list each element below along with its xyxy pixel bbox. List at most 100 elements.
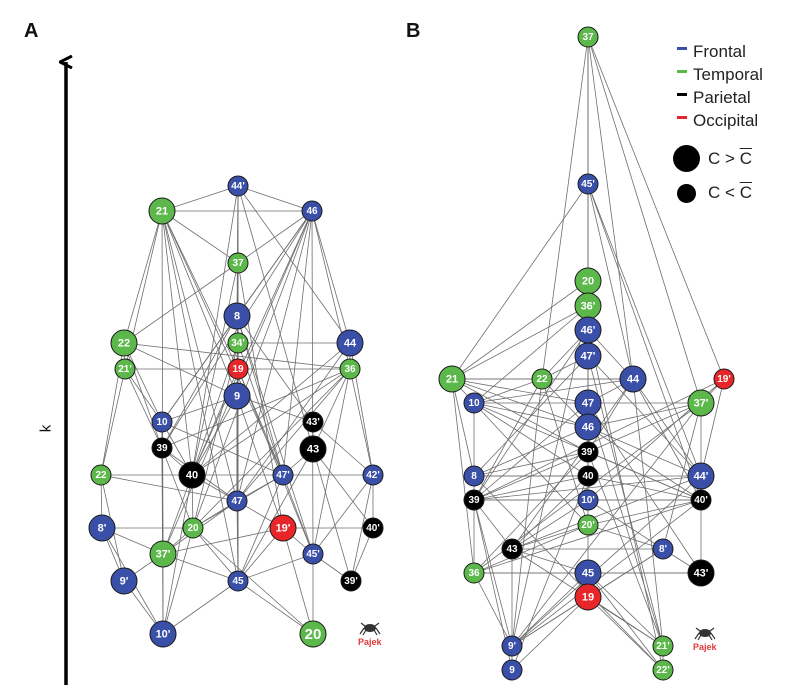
node-a9p: 9' (110, 567, 138, 595)
edge (162, 474, 193, 635)
node-label: 21 (446, 374, 458, 386)
node-circle (713, 368, 735, 390)
edge (162, 580, 239, 635)
node-circle (227, 570, 249, 592)
node-label: 20 (305, 626, 322, 643)
node-b19: 19 (574, 583, 602, 611)
node-b40: 40 (577, 465, 599, 487)
node-a19p: 19' (269, 514, 297, 542)
node-label: 9' (120, 576, 129, 588)
node-label: 44 (627, 374, 640, 386)
edge (192, 527, 239, 582)
node-circle (302, 543, 324, 565)
node-label: 40 (186, 470, 198, 482)
node-a47: 47 (226, 490, 248, 512)
edge (161, 210, 238, 502)
node-a19: 19 (227, 358, 249, 380)
edge (511, 475, 589, 550)
edge (587, 36, 634, 380)
node-label: 39 (468, 495, 480, 506)
edge (237, 448, 314, 582)
node-label: 43 (307, 444, 319, 456)
edge (587, 402, 702, 428)
node-label: 8' (98, 523, 107, 535)
node-b9p: 9' (501, 635, 523, 657)
node-a20b: 20 (299, 620, 327, 648)
edge (451, 280, 589, 380)
edge (587, 596, 664, 647)
node-circle (227, 175, 249, 197)
node-label: 10 (468, 398, 480, 409)
edge (473, 305, 589, 404)
node-label: 39' (581, 447, 595, 458)
node-a21p: 21' (114, 358, 136, 380)
edge (100, 368, 126, 476)
node-label: 44' (231, 181, 245, 192)
node-label: 9' (508, 641, 516, 652)
legend-label: Frontal (693, 42, 746, 61)
node-label: 47' (276, 470, 290, 481)
node-a42p: 42' (362, 464, 384, 486)
node-label: 43 (506, 544, 518, 555)
edge (236, 315, 314, 555)
node-label: 9 (234, 391, 240, 403)
edge (124, 368, 163, 423)
pajek-text: Pajek (693, 642, 717, 652)
node-label: 36' (581, 301, 596, 313)
edge (191, 395, 238, 476)
node-b21: 21 (438, 365, 466, 393)
node-b9: 9 (501, 659, 523, 681)
legend-label: Parietal (693, 88, 751, 107)
node-b47p: 47' (574, 342, 602, 370)
node-circle (652, 635, 674, 657)
node-circle (110, 567, 138, 595)
node-label: 46 (306, 206, 318, 217)
edge (587, 426, 702, 477)
node-label: 37 (582, 32, 594, 43)
edge (237, 580, 314, 635)
node-circle (151, 437, 173, 459)
edge (511, 378, 634, 550)
edge (451, 183, 589, 380)
edge (587, 183, 634, 380)
node-circle (226, 490, 248, 512)
edge (236, 395, 284, 529)
node-circle (577, 441, 599, 463)
node-circle (463, 489, 485, 511)
edge (473, 402, 589, 477)
node-label: 43' (694, 568, 709, 580)
node-label: 43' (306, 417, 320, 428)
node-a22: 22 (110, 329, 138, 357)
node-a40p: 40' (362, 517, 384, 539)
node-label: 22 (536, 374, 548, 385)
node-label: 8 (234, 311, 240, 323)
node-circle (269, 514, 297, 542)
node-b19p: 19' (713, 368, 735, 390)
edge (587, 36, 725, 380)
node-label: 44' (694, 471, 709, 483)
node-circle (227, 252, 249, 274)
node-circle (148, 197, 176, 225)
node-b20: 20 (574, 267, 602, 295)
node-circle (690, 489, 712, 511)
node-circle (687, 389, 715, 417)
node-circle (577, 173, 599, 195)
parietal-swatch (677, 93, 687, 96)
edge (124, 368, 163, 449)
node-b39: 39 (463, 489, 485, 511)
edge (511, 475, 702, 647)
node-circle (531, 368, 553, 390)
edge (511, 596, 589, 671)
edge (473, 426, 589, 477)
node-a44p: 44' (227, 175, 249, 197)
edge (161, 368, 351, 449)
node-a36: 36 (339, 358, 361, 380)
node-label: 20 (187, 523, 199, 534)
node-a8p: 8' (88, 514, 116, 542)
edges-layer (100, 36, 725, 671)
edge (282, 527, 314, 635)
node-label: 46' (581, 325, 596, 337)
node-b43p: 43' (687, 559, 715, 587)
node-circle (577, 514, 599, 536)
